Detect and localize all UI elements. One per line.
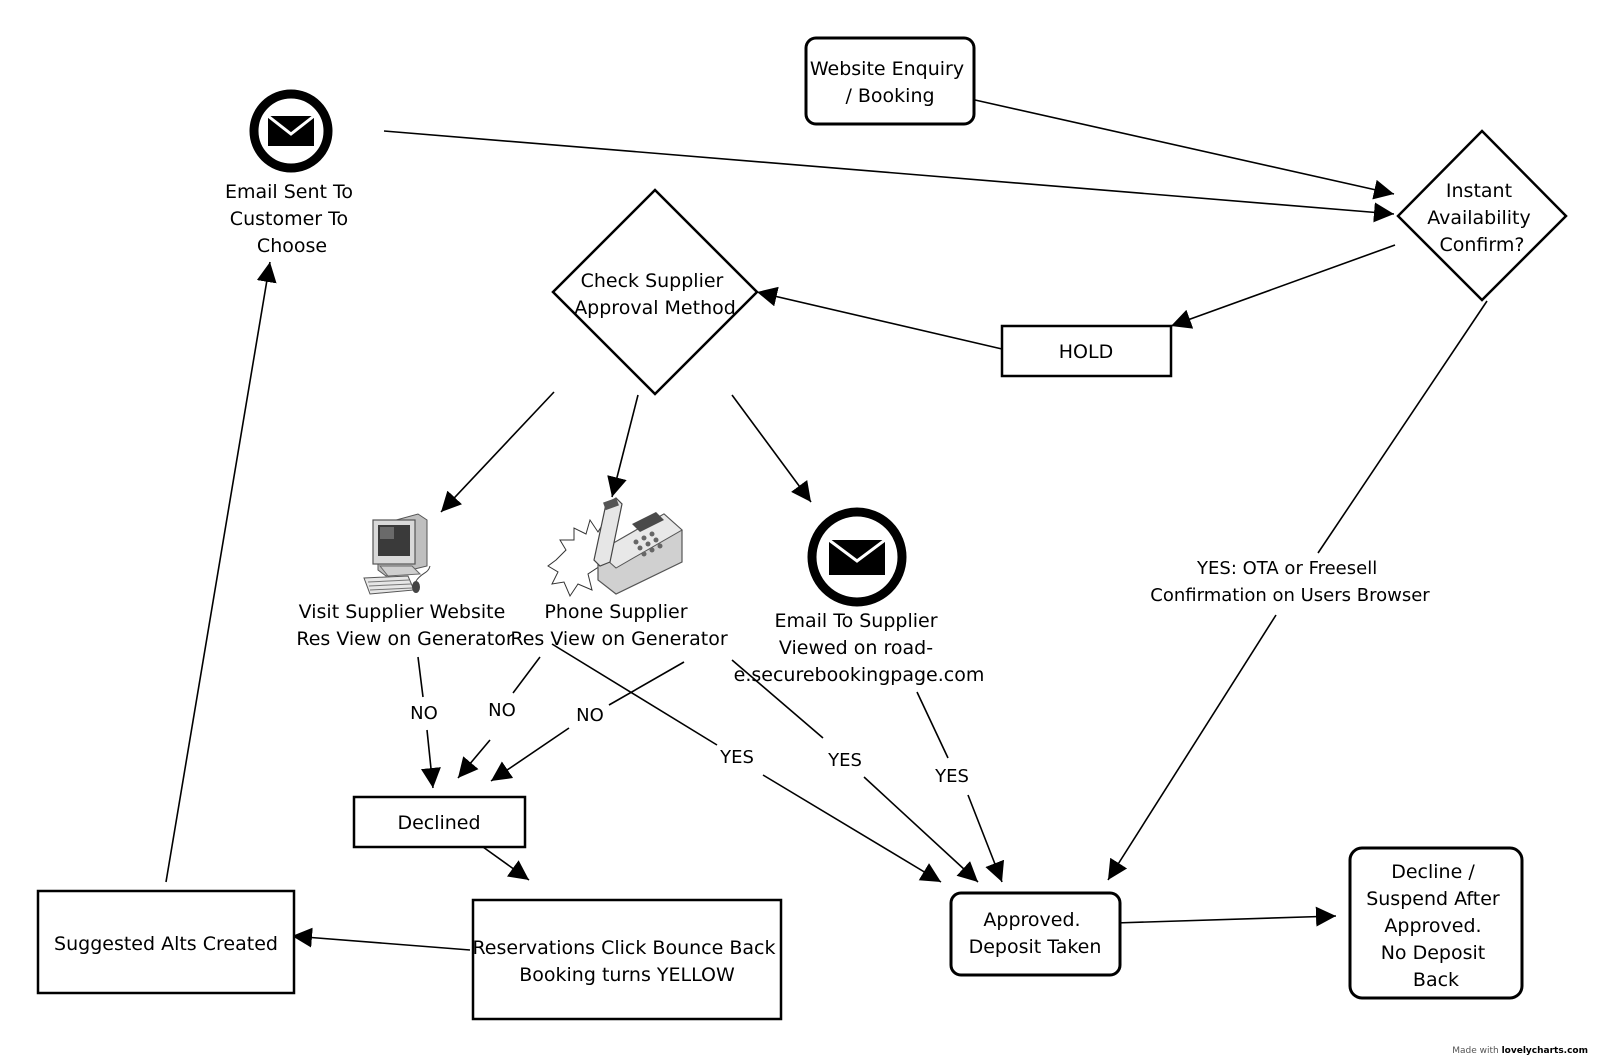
node-check-supplier[interactable]: Check Supplier Approval Method xyxy=(551,188,759,396)
edge-instant-yes-b xyxy=(1107,614,1277,881)
svg-text:Website Enquiry / Bookin: Website Enquiry / Booking xyxy=(810,58,970,107)
svg-text:Approved. Deposit Taken: Approved. Deposit Taken xyxy=(969,909,1102,958)
edge-check-to-phone xyxy=(607,394,639,498)
node-suggested-alts[interactable]: Suggested Alts Created xyxy=(36,889,296,995)
node-decline-after[interactable]: Decline / Suspend After Approved. No Dep… xyxy=(1348,846,1524,1000)
svg-text:Reservations Click Bounce Back: Reservations Click Bounce Back Booking t… xyxy=(472,937,781,986)
svg-text:Email Sent To Customer T: Email Sent To Customer To Choose xyxy=(225,181,359,257)
edges xyxy=(165,99,1488,951)
edge-website-to-instant xyxy=(974,99,1395,200)
edge-website-yes-b xyxy=(762,774,942,883)
label-yes-website: YES xyxy=(719,747,754,768)
edge-phone-yes-a xyxy=(731,659,824,739)
svg-text:Suggested Alts Created: Suggested Alts Created xyxy=(54,933,278,955)
label-no-phone: NO xyxy=(488,700,516,721)
svg-text:Declined: Declined xyxy=(397,812,480,834)
telephone-icon xyxy=(547,497,683,598)
envelope-icon xyxy=(249,89,333,173)
node-visit-website[interactable]: Visit Supplier Website Res View on Gener… xyxy=(296,513,514,650)
node-instant-availability[interactable]: Instant Availability Confirm? xyxy=(1396,129,1568,302)
label-yes-ota: YES: OTA or Freesell Confirmation on Use… xyxy=(1150,558,1430,606)
svg-text:Check Supplier Approval: Check Supplier Approval Method xyxy=(574,270,736,319)
edge-phone-no-b xyxy=(457,739,491,779)
envelope-icon xyxy=(807,507,907,607)
footer-prefix: Made with xyxy=(1452,1046,1499,1056)
edge-email-no-b xyxy=(490,727,570,782)
edge-approved-to-decline-after xyxy=(1114,906,1337,927)
edge-phone-no-a xyxy=(512,656,541,694)
svg-text:Visit Supplier Website R: Visit Supplier Website Res View on Gener… xyxy=(296,601,513,650)
node-declined[interactable]: Declined xyxy=(352,795,527,849)
node-phone-supplier[interactable]: Phone Supplier Res View on Generator xyxy=(510,497,728,650)
footer-credit: Made with lovelycharts.com xyxy=(1452,1046,1588,1056)
edge-website-no-a xyxy=(417,656,424,698)
node-approved[interactable]: Approved. Deposit Taken xyxy=(949,891,1122,977)
svg-text:Decline / Suspend After: Decline / Suspend After Approved. No Dep… xyxy=(1366,861,1506,991)
edge-declined-to-bounce xyxy=(482,846,530,881)
edge-bounce-to-alts xyxy=(291,927,471,951)
svg-text:Email To Supplier Viewed: Email To Supplier Viewed on road- e.secu… xyxy=(734,610,985,686)
node-email-customer[interactable]: Email Sent To Customer To Choose xyxy=(225,89,359,257)
edge-phone-yes-b xyxy=(863,776,979,883)
edge-email-yes-a xyxy=(916,691,949,759)
edge-instant-yes-a xyxy=(1317,300,1488,554)
node-hold[interactable]: HOLD xyxy=(1000,324,1173,378)
svg-text:HOLD: HOLD xyxy=(1059,341,1113,363)
edge-email-no-a xyxy=(608,661,685,706)
node-email-supplier[interactable]: Email To Supplier Viewed on road- e.secu… xyxy=(734,507,985,686)
computer-icon xyxy=(363,513,431,595)
svg-text:Instant Availability: Instant Availability Confirm? xyxy=(1427,180,1537,256)
edge-check-to-website xyxy=(440,391,555,513)
node-website-enquiry[interactable]: Website Enquiry / Booking xyxy=(804,36,976,126)
edge-email-customer-to-instant xyxy=(383,130,1395,223)
edge-alts-to-email-customer xyxy=(165,261,277,883)
label-no-email: NO xyxy=(576,705,604,726)
svg-text:Phone Supplier Res View: Phone Supplier Res View on Generator xyxy=(510,601,727,650)
node-bounce-back[interactable]: Reservations Click Bounce Back Booking t… xyxy=(471,898,783,1021)
footer-brand[interactable]: lovelycharts.com xyxy=(1501,1046,1588,1056)
edge-hold-to-check xyxy=(756,286,1003,350)
label-yes-email: YES xyxy=(934,766,969,787)
edge-check-to-email-supplier xyxy=(731,394,812,503)
edge-website-no-b xyxy=(420,729,441,789)
edge-labels: NO NO NO YES YES YES YES: OTA or Freesel… xyxy=(410,558,1430,787)
edge-email-yes-b xyxy=(967,794,1005,883)
edge-website-yes-a xyxy=(551,643,718,746)
label-yes-phone: YES xyxy=(827,750,862,771)
label-no-website: NO xyxy=(410,703,438,724)
edge-instant-to-hold xyxy=(1170,244,1396,329)
